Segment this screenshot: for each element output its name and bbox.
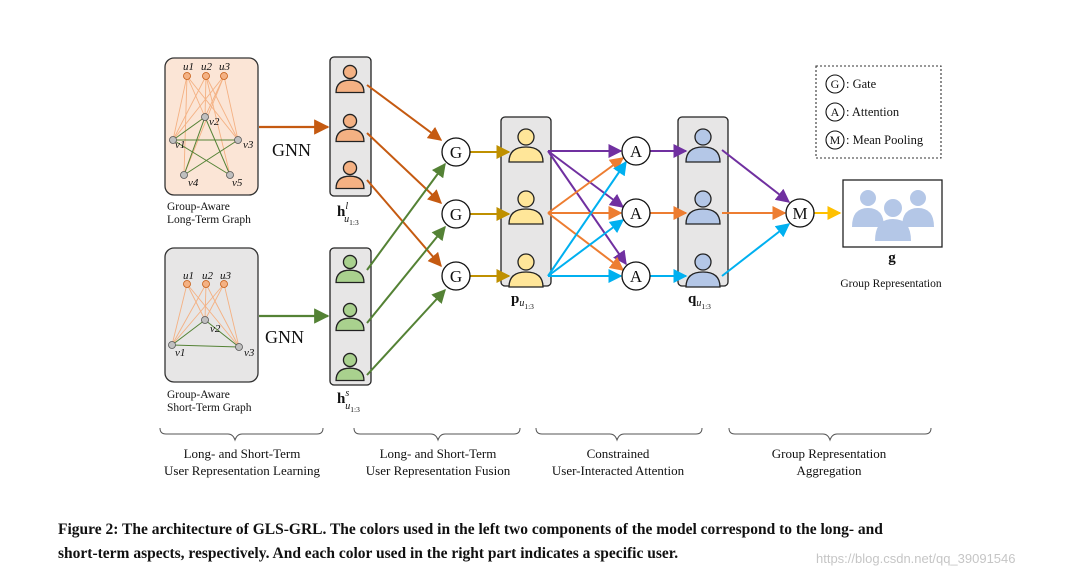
svg-text:A: A xyxy=(831,105,840,119)
attended-user-icon-3 xyxy=(685,253,721,288)
long-term-item-nodes xyxy=(169,113,242,179)
attention-output-arrows xyxy=(650,144,688,283)
short-term-user-icon-1 xyxy=(335,254,365,284)
gate-output-arrows xyxy=(470,145,511,283)
stage-3-line2: User-Interacted Attention xyxy=(552,463,685,478)
long-term-user-icon-1 xyxy=(335,64,365,94)
gate-node-1: G xyxy=(441,137,471,167)
lt-u1-label: u1 xyxy=(183,61,194,73)
lt-v2-label: v2 xyxy=(209,116,220,128)
svg-text:G: G xyxy=(450,205,462,224)
svg-text:A: A xyxy=(630,142,643,161)
attended-user-icon-1 xyxy=(685,128,721,163)
gnn-label-long: GNN xyxy=(272,140,311,160)
long-term-graph-box xyxy=(164,57,259,196)
short-term-user-icon-3 xyxy=(335,352,365,382)
long-term-item-item-edges xyxy=(172,116,239,176)
attended-user-icon-2 xyxy=(685,190,721,225)
fused-user-icon-3 xyxy=(508,253,544,288)
stage-3-line1: Constrained xyxy=(587,446,650,461)
fused-user-icon-1 xyxy=(508,128,544,163)
stage-2-line1: Long- and Short-Term xyxy=(380,446,497,461)
stage-4-line2: Aggregation xyxy=(797,463,862,478)
short-term-item-item-edges xyxy=(171,319,240,348)
long-term-graph-label-2: Long-Term Graph xyxy=(167,214,251,226)
lt-v1-label: v1 xyxy=(175,139,185,151)
stage-1-line2: User Representation Learning xyxy=(164,463,320,478)
legend-gate: G : Gate xyxy=(825,74,877,94)
q-label: qu1:3 xyxy=(688,291,711,311)
svg-text:A: A xyxy=(630,204,643,223)
svg-text:A: A xyxy=(630,267,643,286)
svg-text:: Attention: : Attention xyxy=(846,105,900,119)
short-term-user-nodes xyxy=(183,280,228,288)
group-representation-label: Group Representation xyxy=(840,278,941,290)
st-u3-label: u3 xyxy=(220,270,232,282)
svg-text:G: G xyxy=(450,143,462,162)
stage-braces xyxy=(159,427,932,442)
short-term-graph: u1 u2 u3 v1 v2 v3 Group-Aware Short-Term… xyxy=(164,247,259,414)
short-term-user-icon-2 xyxy=(335,302,365,332)
lt-v3-label: v3 xyxy=(243,139,254,151)
mean-pooling-node: M xyxy=(785,198,815,228)
stage-1-line1: Long- and Short-Term xyxy=(184,446,301,461)
short-term-item-nodes xyxy=(168,316,243,351)
long-term-user-item-edges xyxy=(172,75,239,176)
long-term-graph: u1 u2 u3 v1 v2 v3 v4 v5 Group-Aware Long… xyxy=(164,57,259,226)
attention-arrows xyxy=(547,144,627,283)
short-term-user-item-edges xyxy=(171,283,240,348)
st-u1-label: u1 xyxy=(183,270,194,282)
group-representation: g Group Representation xyxy=(840,179,943,290)
stage-2-line2: User Representation Fusion xyxy=(366,463,511,478)
group-people-icon xyxy=(852,190,934,241)
legend-attention: A : Attention xyxy=(825,102,900,122)
long-term-user-nodes xyxy=(183,72,228,80)
short-term-graph-label-2: Short-Term Graph xyxy=(167,402,252,414)
st-v3-label: v3 xyxy=(244,347,255,359)
long-term-to-gate-arrows xyxy=(366,84,443,268)
pooling-input-arrows xyxy=(721,149,791,277)
legend: G : Gate A : Attention M : Mean Pooling xyxy=(815,65,942,159)
svg-text:G: G xyxy=(450,267,462,286)
lt-v5-label: v5 xyxy=(232,177,243,189)
svg-text:: Gate: : Gate xyxy=(846,77,877,91)
long-term-user-icon-2 xyxy=(335,113,365,143)
caption-line-1: Figure 2: The architecture of GLS-GRL. T… xyxy=(58,521,883,538)
gate-node-3: G xyxy=(441,261,471,291)
lt-v4-label: v4 xyxy=(188,177,199,189)
short-term-to-gate-arrows xyxy=(366,162,446,376)
figure-caption: Figure 2: The architecture of GLS-GRL. T… xyxy=(58,518,1058,566)
gate-node-2: G xyxy=(441,199,471,229)
user-icons xyxy=(335,64,721,382)
stage-4-line1: Group Representation xyxy=(772,446,887,461)
svg-text:G: G xyxy=(831,77,840,91)
caption-line-2: short-term aspects, respectively. And ea… xyxy=(58,545,679,562)
p-label: pu1:3 xyxy=(511,291,534,311)
st-u2-label: u2 xyxy=(202,270,214,282)
st-v1-label: v1 xyxy=(175,347,185,359)
gnn-label-short: GNN xyxy=(265,327,304,347)
attention-node-1: A xyxy=(621,136,651,166)
svg-text:: Mean Pooling: : Mean Pooling xyxy=(846,133,924,147)
lt-u3-label: u3 xyxy=(219,61,231,73)
legend-mean-pooling: M : Mean Pooling xyxy=(825,130,924,150)
svg-text:M: M xyxy=(792,204,807,223)
fused-user-icon-2 xyxy=(508,190,544,225)
svg-text:M: M xyxy=(830,133,841,147)
attention-node-2: A xyxy=(621,198,651,228)
short-term-graph-label-1: Group-Aware xyxy=(167,389,230,401)
lt-u2-label: u2 xyxy=(201,61,213,73)
st-v2-label: v2 xyxy=(210,323,221,335)
long-term-graph-label-1: Group-Aware xyxy=(167,201,230,213)
watermark: https://blog.csdn.net/qq_39091546 xyxy=(816,551,1016,566)
attention-node-3: A xyxy=(621,261,651,291)
g-symbol: g xyxy=(888,250,896,266)
long-term-user-icon-3 xyxy=(335,160,365,190)
